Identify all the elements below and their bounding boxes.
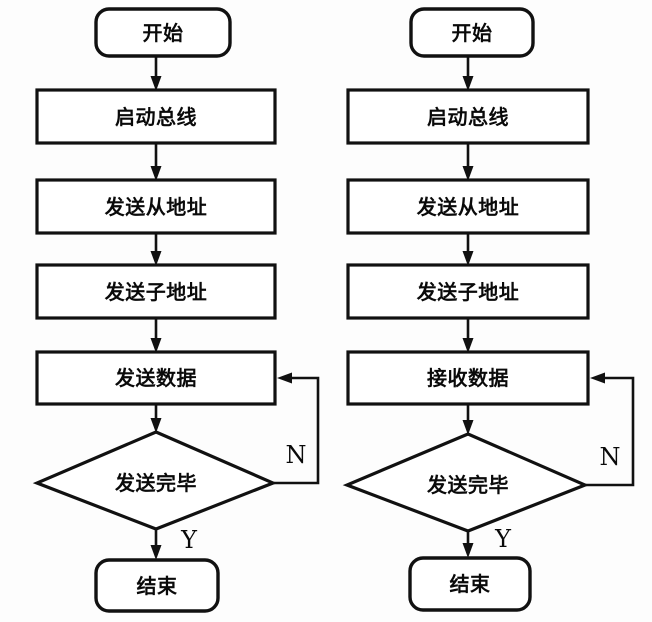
left-flowchart: 开始 启动总线 发送从地址 (32, 7, 320, 613)
edge-left-yes-end (150, 529, 162, 560)
edge-right-yes-end (462, 531, 474, 558)
node-right-decision-label: 发送完毕 (426, 473, 509, 497)
terminator-shape (94, 558, 220, 613)
node-right-slave-addr-label: 发送从地址 (416, 195, 520, 219)
node-right-start-label: 开始 (452, 21, 493, 45)
node-left-send-data-label: 发送数据 (114, 366, 197, 390)
node-left-sub-addr-label: 发送子地址 (104, 280, 208, 304)
node-right-end[interactable]: 结束 (408, 556, 532, 612)
node-left-sub-addr[interactable]: 发送子地址 (35, 263, 277, 320)
node-left-end-label: 结束 (137, 574, 178, 598)
edge-left-sub-data (150, 318, 162, 353)
edge-right-sub-data (462, 318, 474, 353)
edge-left-data-decision (150, 404, 162, 433)
node-right-sub-addr[interactable]: 发送子地址 (346, 263, 590, 320)
terminator-shape (408, 556, 532, 612)
edge-right-loop-no (585, 372, 635, 487)
node-left-slave-addr-label: 发送从地址 (104, 195, 208, 219)
edge-left-slave-sub (150, 233, 162, 266)
node-left-bus[interactable]: 启动总线 (35, 88, 277, 145)
node-right-sub-addr-label: 发送子地址 (416, 280, 520, 304)
process-shape (346, 350, 590, 406)
node-right-slave-addr[interactable]: 发送从地址 (346, 178, 590, 235)
terminator-shape (409, 7, 535, 58)
node-right-receive-data[interactable]: 接收数据 (346, 350, 590, 406)
node-right-start[interactable]: 开始 (409, 7, 535, 58)
edge-right-data-decision (462, 404, 474, 435)
branch-label-left-no: N (286, 441, 307, 469)
edge-right-bus-slave (462, 143, 474, 181)
edge-left-bus-slave (150, 143, 162, 181)
node-left-start[interactable]: 开始 (94, 7, 232, 58)
node-left-send-data[interactable]: 发送数据 (35, 350, 277, 406)
process-shape (346, 88, 590, 145)
branch-label-right-yes: Y (494, 525, 512, 553)
edge-right-slave-sub (462, 233, 474, 266)
right-flowchart: 开始 启动总线 发送从地址 (342, 7, 635, 612)
node-left-decision-label: 发送完毕 (114, 471, 197, 495)
node-left-slave-addr[interactable]: 发送从地址 (35, 178, 277, 235)
branch-label-right-no: N (600, 443, 621, 471)
node-right-bus[interactable]: 启动总线 (346, 88, 590, 145)
node-left-bus-label: 启动总线 (115, 105, 197, 129)
node-left-decision[interactable]: 发送完毕 (32, 430, 278, 531)
edge-right-start-bus (462, 56, 474, 91)
edge-left-loop-no (273, 372, 320, 485)
node-left-start-label: 开始 (143, 21, 184, 45)
node-right-receive-data-label: 接收数据 (427, 366, 509, 390)
node-left-end[interactable]: 结束 (94, 558, 220, 613)
process-shape (35, 350, 277, 406)
process-shape (35, 88, 277, 145)
node-right-end-label: 结束 (450, 572, 492, 596)
edge-left-start-bus (150, 56, 162, 91)
terminator-shape (94, 7, 232, 58)
node-right-decision[interactable]: 发送完毕 (342, 432, 590, 533)
node-right-bus-label: 启动总线 (427, 105, 509, 129)
branch-label-left-yes: Y (180, 526, 198, 554)
process-shape (35, 178, 277, 235)
